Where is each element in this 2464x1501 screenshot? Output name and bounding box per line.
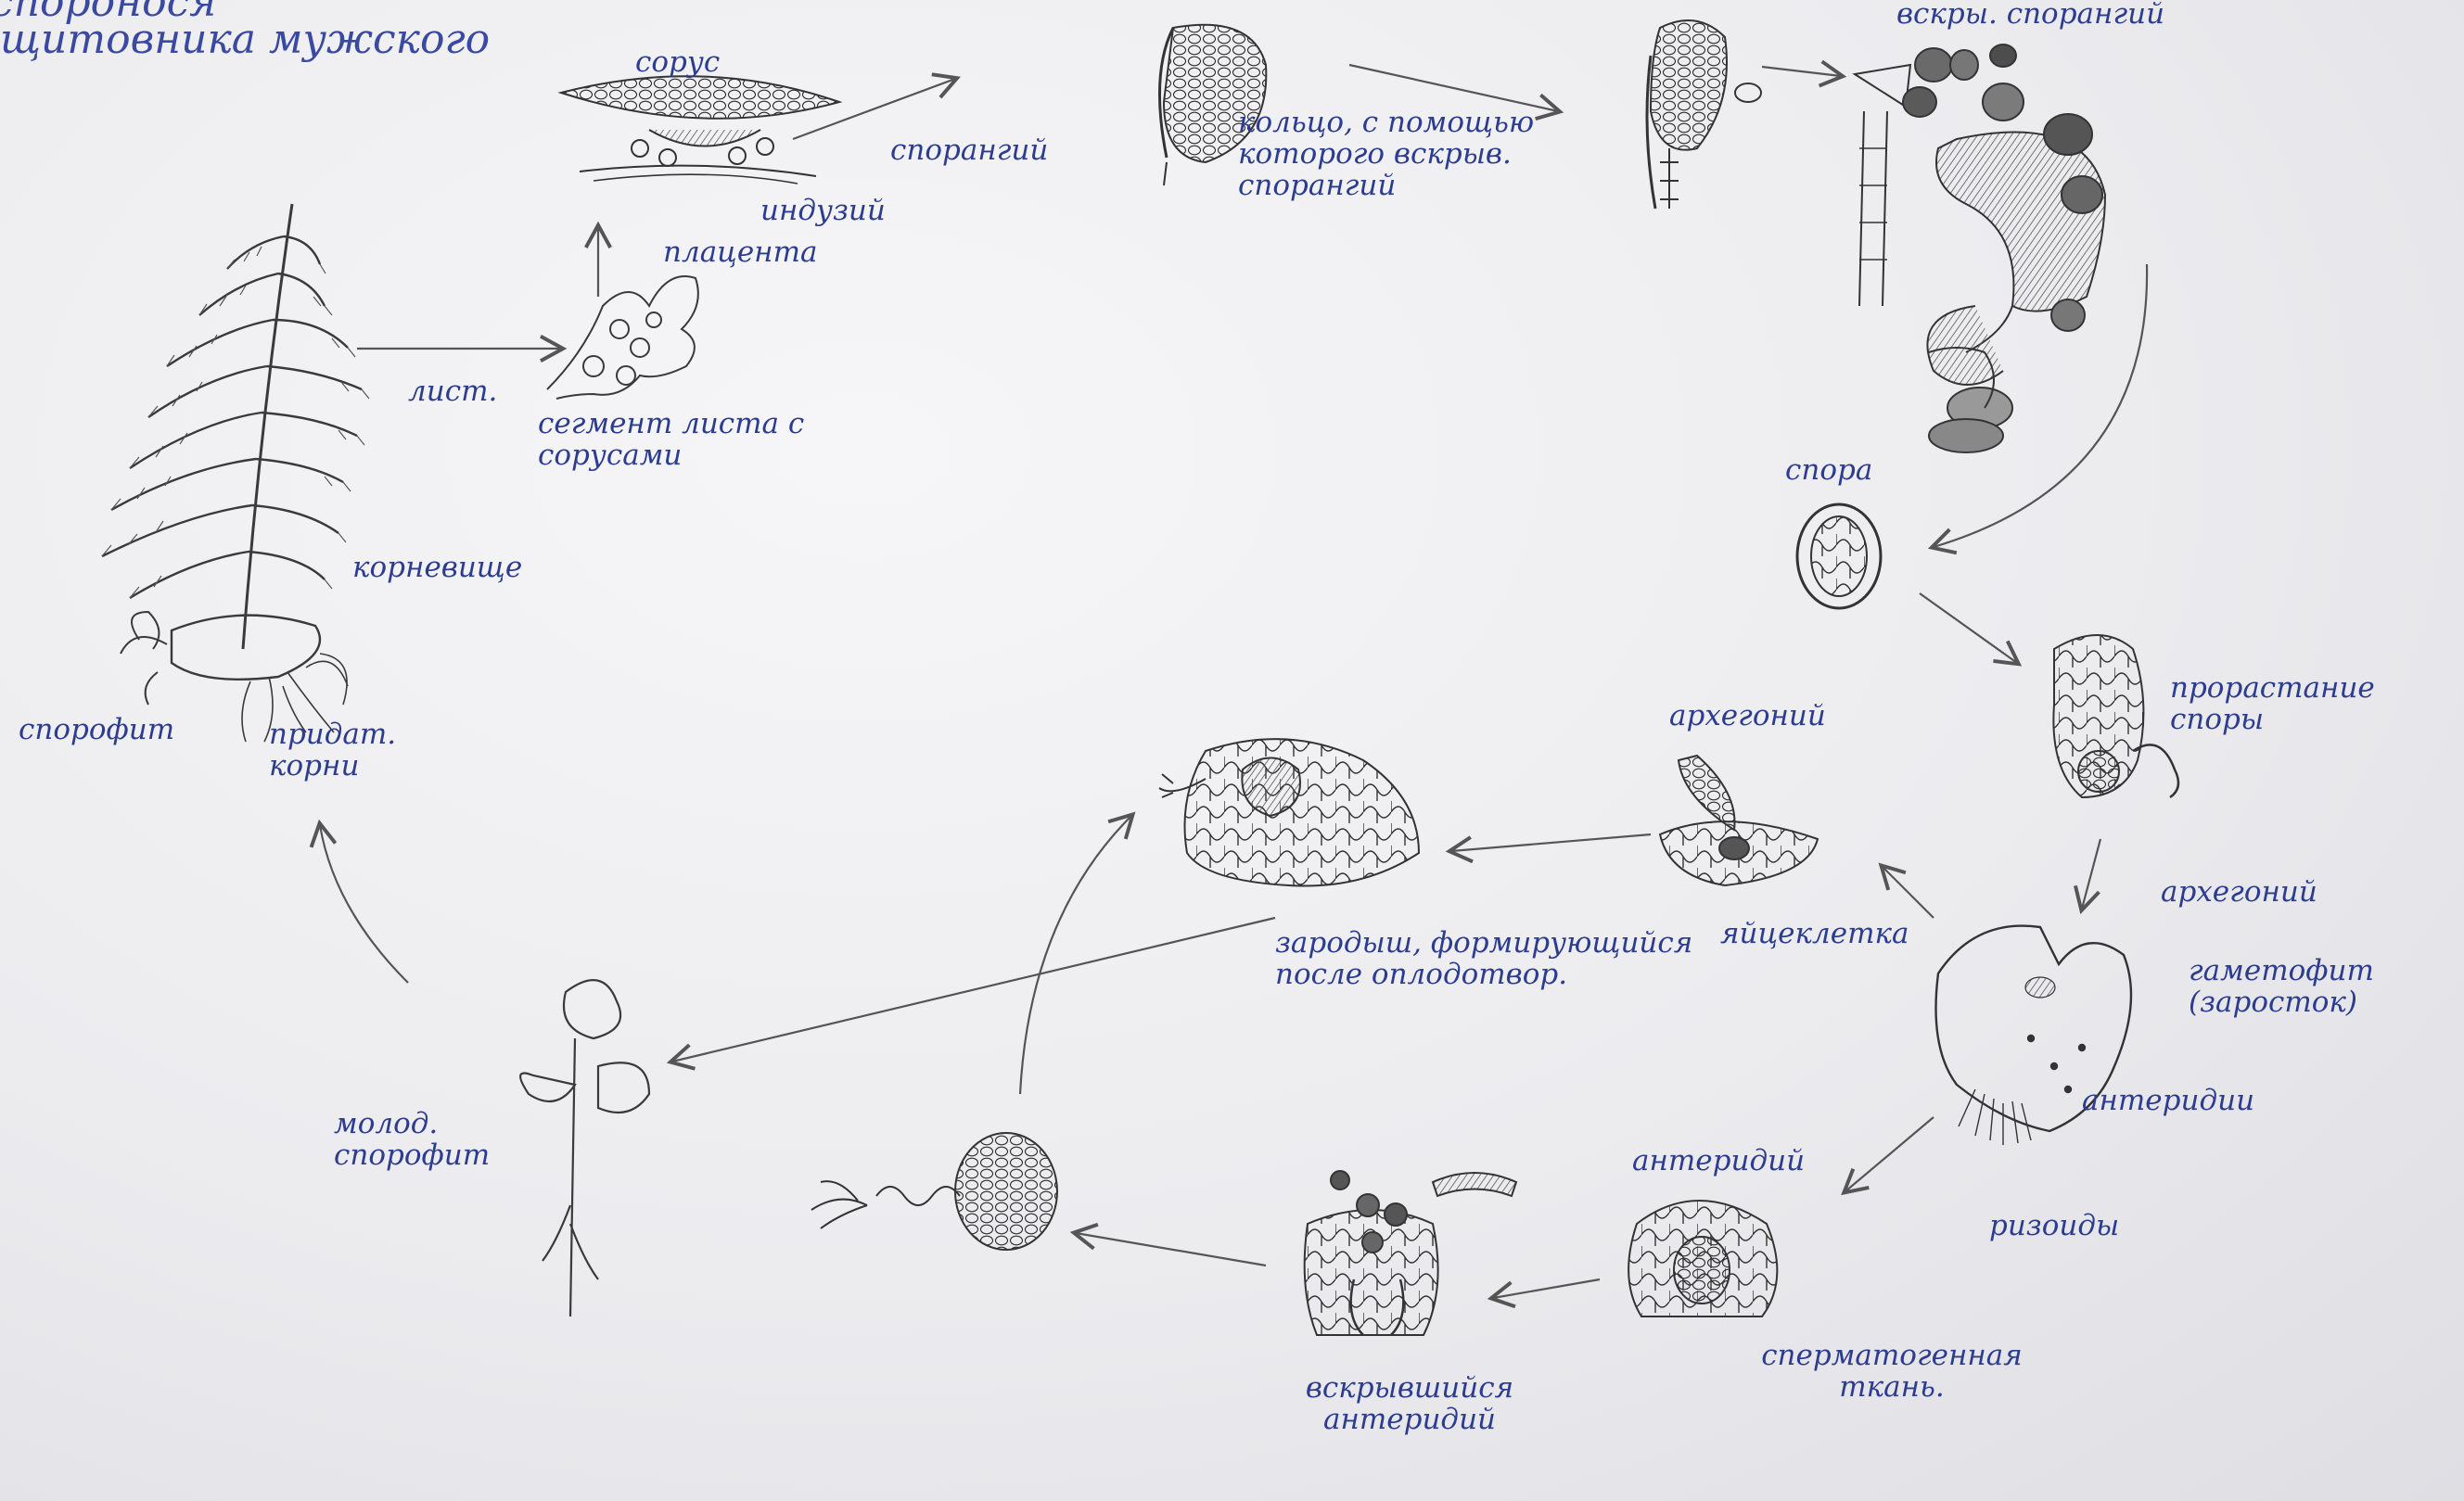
label-annulus: кольцо, с помощью которого вскрыв. спора… xyxy=(1238,106,1535,202)
arrow-sperm-to-embryo xyxy=(1018,811,1136,1095)
arrow-germination-to-gametophyte xyxy=(2073,838,2102,915)
arrow-sporangium-to-spore xyxy=(1927,263,2149,555)
label-sorus: сорус xyxy=(635,45,721,79)
arrow-spore-to-germination xyxy=(1919,592,2023,667)
label-spore: спора xyxy=(1785,453,1873,487)
label-gametophyte: гаметофит (заросток) xyxy=(2189,954,2374,1019)
label-sporophyte: спорофит xyxy=(19,713,175,746)
title-line-1: споронося xyxy=(0,0,217,26)
label-young-sporophyte: молод. спорофит xyxy=(334,1107,491,1172)
cycle-arrows xyxy=(309,59,2149,1309)
title-line-2: щитовника мужского xyxy=(0,16,491,63)
label-antheridium-right: антеридии xyxy=(2082,1084,2255,1117)
label-embryo: зародыш, формирующийся после оплодотвор. xyxy=(1275,926,1693,991)
label-archegonium-right: архегоний xyxy=(2161,875,2317,909)
label-rhizome: корневище xyxy=(352,551,523,584)
label-leaf-segment: сегмент листа с сорусами xyxy=(538,407,805,472)
embryo xyxy=(1158,738,1421,887)
label-opened-antheridium: вскрывшийся антеридий xyxy=(1305,1371,1514,1436)
spore-germination xyxy=(2052,634,2180,799)
sporangium-annulus xyxy=(1645,19,1762,210)
rhizome xyxy=(170,614,322,681)
arrow-opened-to-sperm xyxy=(1069,1222,1267,1267)
archegonium xyxy=(1658,754,1819,887)
label-egg-cell: яйцеклетка xyxy=(1720,917,1909,950)
label-opened-sporangium: вскры. спорангий xyxy=(1896,0,2165,31)
label-leaf: лист. xyxy=(408,375,498,408)
label-spermatogenic-tissue: сперматогенная ткань. xyxy=(1761,1339,2023,1404)
label-spore-germination: прорастание споры xyxy=(2170,671,2375,736)
fern-sporophyte xyxy=(101,203,370,743)
arrow-to-opened-sporangium xyxy=(1761,59,1847,88)
label-placenta: плацента xyxy=(663,235,818,269)
gametophyte xyxy=(1934,924,2133,1145)
young-sporophyte-plant xyxy=(519,979,651,1317)
label-indusium: индузий xyxy=(760,194,886,227)
arrow-gametophyte-to-archegonium xyxy=(1878,862,1934,919)
sorus-section xyxy=(557,75,843,184)
antheridium xyxy=(1628,1200,1779,1317)
label-archegonium-top: архегоний xyxy=(1669,699,1826,732)
label-antheridium: антеридий xyxy=(1632,1144,1806,1177)
arrow-gametophyte-to-antheridium xyxy=(1841,1116,1934,1196)
spore xyxy=(1795,502,1883,610)
label-rhizoids: ризоиды xyxy=(1989,1209,2120,1242)
opened-antheridium xyxy=(1303,1170,1518,1336)
label-sporangium: спорангий xyxy=(890,134,1049,167)
rhizoid-lines xyxy=(1958,1088,2032,1145)
sporangium xyxy=(1158,23,1268,186)
arrow-young-to-adult xyxy=(309,819,409,984)
arrow-sorus-to-sporangium xyxy=(792,72,961,141)
arrow-archegonium-to-embryo xyxy=(1445,833,1652,864)
arrow-sporangium-to-annulus xyxy=(1348,63,1564,121)
opened-sporangium xyxy=(1852,44,2107,453)
spermatozoid xyxy=(811,1132,1058,1251)
label-adventitious-roots: придат. корни xyxy=(269,718,397,782)
adventitious-roots xyxy=(241,653,349,743)
leaf-segment xyxy=(546,275,699,400)
arrow-antheridium-to-opened xyxy=(1487,1278,1601,1309)
arrow-embryo-to-young-sporophyte xyxy=(666,916,1276,1071)
